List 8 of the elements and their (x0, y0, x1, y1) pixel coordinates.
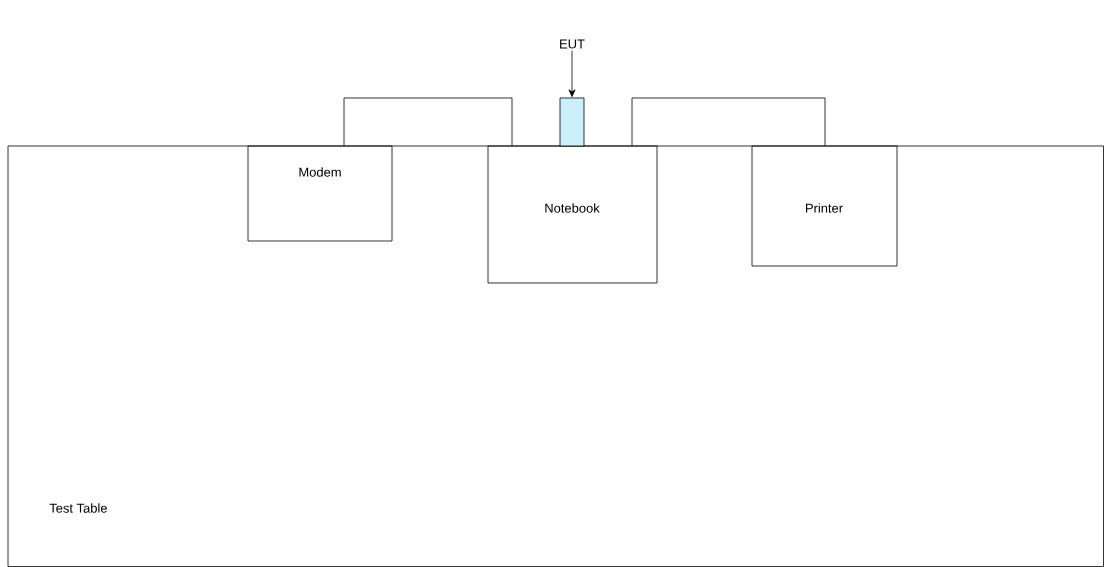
eut-label: EUT (560, 39, 585, 49)
device-box: Printer (751, 145, 898, 267)
arrow (568, 50, 576, 97)
cable-line (631, 97, 826, 146)
device-box: Modem (247, 145, 393, 242)
device-box: Notebook (487, 145, 658, 284)
eut-box (559, 97, 585, 147)
cable-line (343, 97, 513, 146)
